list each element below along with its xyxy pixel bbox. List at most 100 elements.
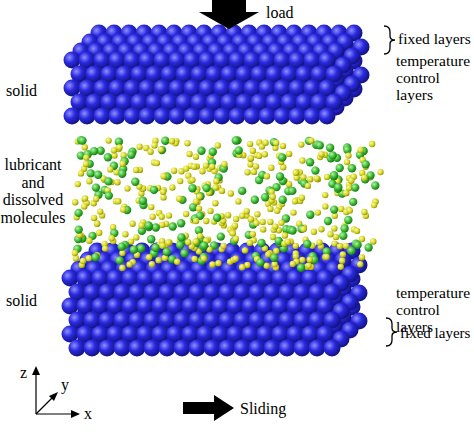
lubricant-molecule xyxy=(160,173,166,179)
lubricant-molecule xyxy=(154,160,160,166)
lubricant-molecule xyxy=(185,239,191,245)
lubricant-molecule xyxy=(307,176,313,182)
solid-atom xyxy=(159,340,176,357)
lubricant-molecule xyxy=(270,194,276,200)
dissolved-molecule xyxy=(202,184,210,192)
axes xyxy=(32,366,80,418)
lubricant-molecule xyxy=(340,251,346,257)
lubricant-molecule xyxy=(232,256,238,262)
solid-atom xyxy=(264,340,281,357)
dissolved-molecule xyxy=(169,222,177,230)
lubricant-molecule xyxy=(186,151,192,157)
lubricant-molecule xyxy=(299,257,305,263)
lubricant-molecule xyxy=(193,218,199,224)
dissolved-molecule xyxy=(256,258,264,266)
solid-atom xyxy=(154,108,171,125)
dissolved-molecule xyxy=(278,153,286,161)
lubricant-molecule xyxy=(159,214,165,220)
lubricant-molecule xyxy=(293,253,299,259)
lubricant-molecule xyxy=(293,243,299,249)
lubricant-molecule xyxy=(124,185,130,191)
lubricant-molecule xyxy=(260,219,266,225)
lubricant-molecule xyxy=(119,250,125,256)
lubricant-molecule xyxy=(377,169,383,175)
axis-label: y xyxy=(61,376,69,394)
solid-atom xyxy=(109,108,126,125)
lower-solid xyxy=(62,243,368,357)
lubricant-molecule xyxy=(318,226,324,232)
lubricant-molecule xyxy=(239,264,245,270)
brace xyxy=(386,318,397,346)
dissolved-molecule xyxy=(303,240,311,248)
solid-atom xyxy=(214,108,231,125)
lubricant-molecule xyxy=(305,183,311,189)
solid-atom xyxy=(139,108,156,125)
lubricant-molecule xyxy=(215,142,221,148)
lubricant-molecule xyxy=(155,257,161,263)
lubricant-molecule xyxy=(299,157,305,163)
lubricant-molecule xyxy=(337,243,343,249)
lubricant-molecule xyxy=(78,170,84,176)
solid-atom xyxy=(174,340,191,357)
dissolved-molecule xyxy=(200,253,208,261)
lubricant-molecule xyxy=(212,200,218,206)
dissolved-molecule xyxy=(87,169,95,177)
lubricant-molecule xyxy=(315,209,321,215)
lubricant-molecule xyxy=(96,230,102,236)
lubricant-molecule xyxy=(80,258,86,264)
lubricant-molecule xyxy=(247,156,253,162)
lubricant-molecule xyxy=(298,141,304,147)
lubricant-molecule xyxy=(193,238,199,244)
lubricant-molecule xyxy=(272,223,278,229)
lubricant-molecule xyxy=(116,144,122,150)
lubricant-molecule xyxy=(133,167,139,173)
lubricant-molecule xyxy=(86,238,92,244)
lubricant-molecule xyxy=(212,184,218,190)
layer-label: temperature control layers xyxy=(396,52,470,103)
dissolved-molecule xyxy=(339,232,347,240)
lubricant-molecule xyxy=(307,257,313,263)
lubricant-molecule xyxy=(322,192,328,198)
dissolved-molecule xyxy=(329,151,337,159)
solid-atom xyxy=(124,108,141,125)
lubricant-molecule xyxy=(107,166,113,172)
lubricant-molecule xyxy=(271,261,277,267)
lubricant-molecule xyxy=(268,165,274,171)
lubricant-molecule xyxy=(229,230,235,236)
layer-label: fixed layers xyxy=(400,325,470,342)
region-label: solid xyxy=(6,292,37,310)
brace xyxy=(384,26,395,54)
lubricant-molecule xyxy=(244,208,250,214)
lubricant-molecule xyxy=(370,238,376,244)
lubricant-molecule xyxy=(359,254,365,260)
dissolved-molecule xyxy=(344,216,352,224)
lubricant-molecule xyxy=(136,144,142,150)
lubricant-molecule xyxy=(235,198,241,204)
lubricant-molecule xyxy=(233,236,239,242)
lubricant-molecule xyxy=(86,178,92,184)
dissolved-molecule xyxy=(213,214,221,222)
lubricant-molecule xyxy=(300,226,306,232)
lubricant-molecule xyxy=(203,218,209,224)
dissolved-molecule xyxy=(127,151,135,159)
dissolved-molecule xyxy=(147,235,155,243)
lubricant-molecule xyxy=(193,154,199,160)
dissolved-molecule xyxy=(74,209,82,217)
dissolved-molecule xyxy=(364,243,372,251)
dissolved-molecule xyxy=(349,198,357,206)
dissolved-molecule xyxy=(353,241,361,249)
lubricant-molecule xyxy=(339,258,345,264)
lubricant-molecule xyxy=(166,212,172,218)
solid-atom xyxy=(244,108,261,125)
lubricant-molecule xyxy=(201,255,207,261)
lubricant-molecule xyxy=(250,231,256,237)
solid-atom xyxy=(204,340,221,357)
solid-atom xyxy=(289,108,306,125)
lubricant-molecule xyxy=(256,153,262,159)
lubricant-molecule xyxy=(166,239,172,245)
lubricant-molecule xyxy=(75,181,81,187)
lubricant-molecule xyxy=(247,161,253,167)
lubricant-molecule xyxy=(253,220,259,226)
dissolved-molecule xyxy=(188,184,196,192)
dissolved-molecule xyxy=(251,196,259,204)
